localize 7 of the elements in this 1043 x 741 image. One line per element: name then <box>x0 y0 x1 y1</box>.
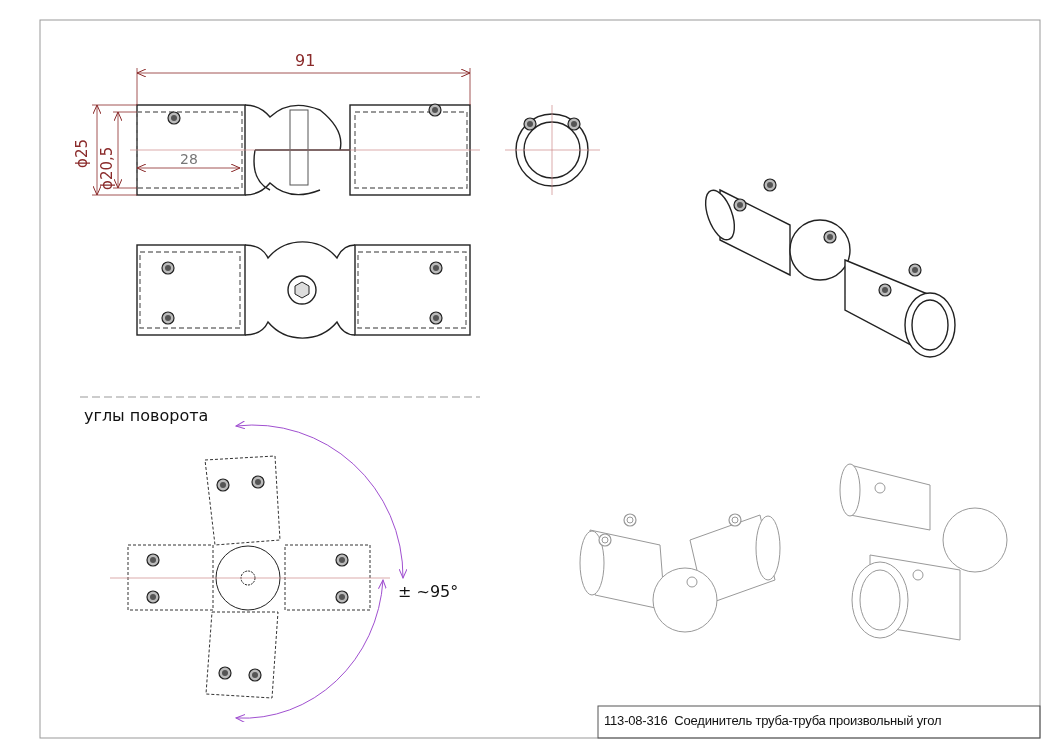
angle-value: ± ~95° <box>398 584 459 600</box>
dimension-value: 28 <box>180 152 198 166</box>
dimension-value: 91 <box>295 53 316 69</box>
dimension-value: ϕ25 <box>75 139 90 168</box>
title-block-text: 113-08-316 Соединитель труба-труба произвольный угол <box>604 714 942 727</box>
dimension-value: ϕ20,5 <box>100 146 115 190</box>
section-heading: углы поворота <box>84 408 209 424</box>
